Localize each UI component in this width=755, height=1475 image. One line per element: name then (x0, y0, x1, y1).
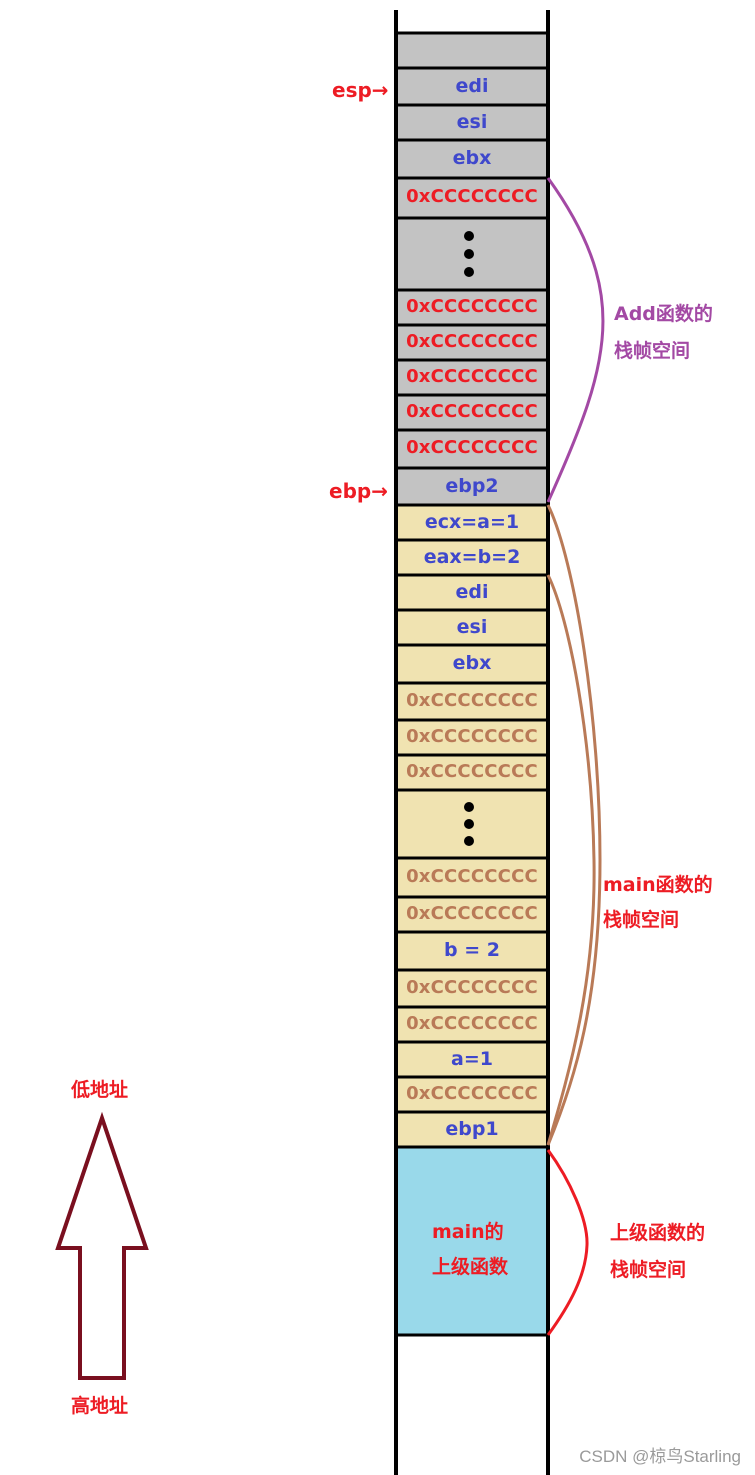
add-frame-cell-value: ebx (452, 147, 492, 169)
caller-frame-label-line1: 上级函数的 (610, 1222, 706, 1244)
add-frame-cell-value: 0xCCCCCCCC (406, 400, 538, 422)
main-frame-cell-value: 0xCCCCCCCC (406, 1082, 538, 1104)
main-frame-cell-value: edi (455, 580, 489, 603)
esp-pointer: esp→ (332, 78, 389, 102)
main-frame-cell-value: eax=b=2 (423, 545, 521, 568)
add-frame-cell-value: 0xCCCCCCCC (406, 186, 538, 207)
ellipsis-dot (464, 249, 474, 259)
watermark: CSDN @椋鸟Starling (579, 1447, 741, 1466)
add-frame-cell (394, 31, 550, 70)
add-frame-brace (546, 177, 605, 503)
add-frame-cell-value: 0xCCCCCCCC (406, 365, 538, 387)
main-frame-label-line2: 栈帧空间 (603, 909, 680, 931)
ellipsis-dot (464, 819, 474, 829)
add-frame-label-line2: 栈帧空间 (614, 340, 691, 362)
main-frame-brace-inner (546, 574, 596, 1146)
main-frame-cell-value: esi (456, 615, 488, 638)
main-frame-cell-value: 0xCCCCCCCC (406, 865, 538, 887)
main-frame-cell (394, 930, 550, 972)
caller-frame-cell (394, 1145, 550, 1337)
stack-cells (394, 31, 550, 1337)
low-address-label: 低地址 (71, 1079, 129, 1101)
add-frame-cell-value: edi (455, 74, 489, 97)
ellipsis-dot (464, 802, 474, 812)
main-frame-cell-value: 0xCCCCCCCC (406, 902, 538, 924)
caller-cell-line2: 上级函数 (432, 1256, 509, 1278)
add-frame-cell-value: ebp2 (445, 474, 499, 497)
ellipsis-dots (464, 231, 474, 846)
address-direction-arrow (55, 1111, 149, 1380)
main-frame-cell-value: 0xCCCCCCCC (406, 725, 538, 747)
add-frame-cell-value: 0xCCCCCCCC (406, 437, 538, 458)
main-frame-cell-value: 0xCCCCCCCC (406, 689, 538, 711)
main-frame-cell-value: 0xCCCCCCCC (406, 1012, 538, 1034)
high-address-label: 高地址 (71, 1395, 129, 1417)
main-frame-brace-outer (546, 504, 602, 1146)
main-frame-cell-value: 0xCCCCCCCC (406, 760, 538, 782)
main-frame-label-line1: main函数的 (603, 874, 713, 896)
add-frame-cell-value: 0xCCCCCCCC (406, 295, 538, 317)
main-frame-cell-value: a=1 (451, 1047, 493, 1070)
caller-cell-line1: main的 (432, 1221, 504, 1243)
main-frame-cell-value: b = 2 (444, 939, 500, 961)
ellipsis-dot (464, 231, 474, 241)
ebp-pointer: ebp→ (329, 479, 388, 503)
add-frame-cell-value: 0xCCCCCCCC (406, 330, 538, 352)
caller-frame-label-line2: 栈帧空间 (610, 1259, 687, 1281)
main-frame-cell-value: ebx (452, 652, 492, 674)
add-frame-cell-value: esi (456, 110, 488, 133)
ellipsis-dot (464, 267, 474, 277)
ellipsis-dot (464, 836, 474, 846)
main-frame-cell (394, 753, 550, 792)
add-frame-label-line1: Add函数的 (614, 303, 713, 325)
main-frame-cell-value: 0xCCCCCCCC (406, 976, 538, 998)
stack-rails (394, 10, 550, 1475)
main-frame-cell-value: ebp1 (445, 1117, 499, 1140)
main-frame-cell-value: ecx=a=1 (424, 510, 520, 533)
caller-frame-brace (546, 1149, 589, 1336)
